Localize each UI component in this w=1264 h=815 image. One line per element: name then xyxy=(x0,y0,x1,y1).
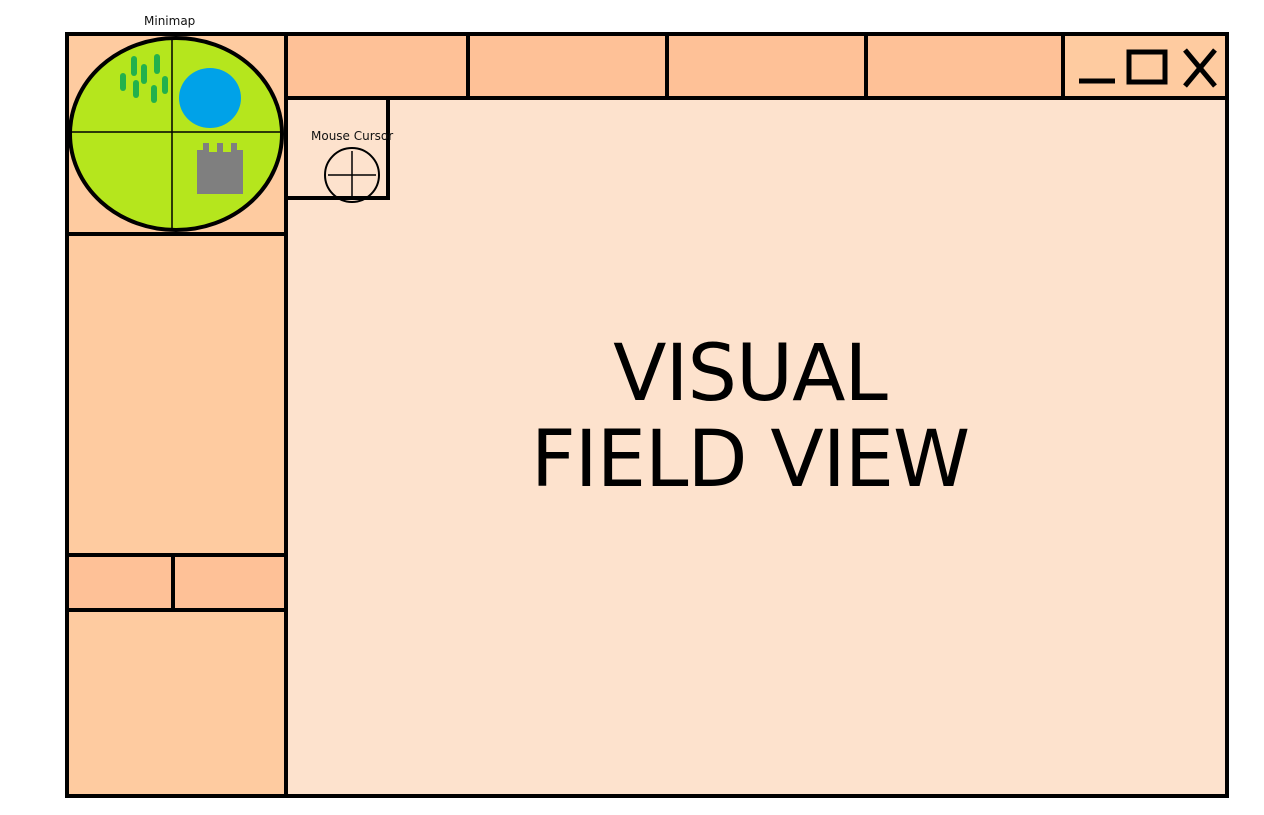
main-title-line-2: FIELD VIEW xyxy=(530,415,970,505)
top-tab-2[interactable] xyxy=(466,32,669,100)
tree-icon xyxy=(131,56,137,76)
tree-icon xyxy=(154,54,160,74)
crosshair-cursor-icon xyxy=(324,147,380,203)
tree-icon xyxy=(162,76,168,94)
bottom-panel xyxy=(65,608,288,798)
main-title-line-1: VISUAL xyxy=(613,329,888,419)
tree-icon xyxy=(151,85,157,103)
minimap[interactable] xyxy=(69,36,284,232)
tree-icon xyxy=(141,64,147,84)
mouse-cursor-label: Mouse Cursor xyxy=(311,129,394,143)
side-panel xyxy=(65,232,288,557)
maximize-icon[interactable] xyxy=(1126,49,1168,85)
minimap-ground xyxy=(69,36,284,232)
top-tab-1[interactable] xyxy=(284,32,470,100)
tree-icon-group xyxy=(120,54,168,103)
top-tab-3[interactable] xyxy=(665,32,868,100)
minimap-label: Minimap xyxy=(144,14,196,28)
tree-icon xyxy=(120,73,126,91)
side-button-2[interactable] xyxy=(171,553,288,612)
close-icon[interactable] xyxy=(1183,48,1217,88)
window-controls xyxy=(1061,32,1229,100)
castle-icon xyxy=(197,143,243,194)
top-tab-4[interactable] xyxy=(864,32,1065,100)
visual-field-view[interactable] xyxy=(284,96,1229,798)
lake-icon xyxy=(179,68,241,128)
side-button-1[interactable] xyxy=(65,553,175,612)
tree-icon xyxy=(133,80,139,98)
minimap-panel[interactable] xyxy=(65,32,288,236)
